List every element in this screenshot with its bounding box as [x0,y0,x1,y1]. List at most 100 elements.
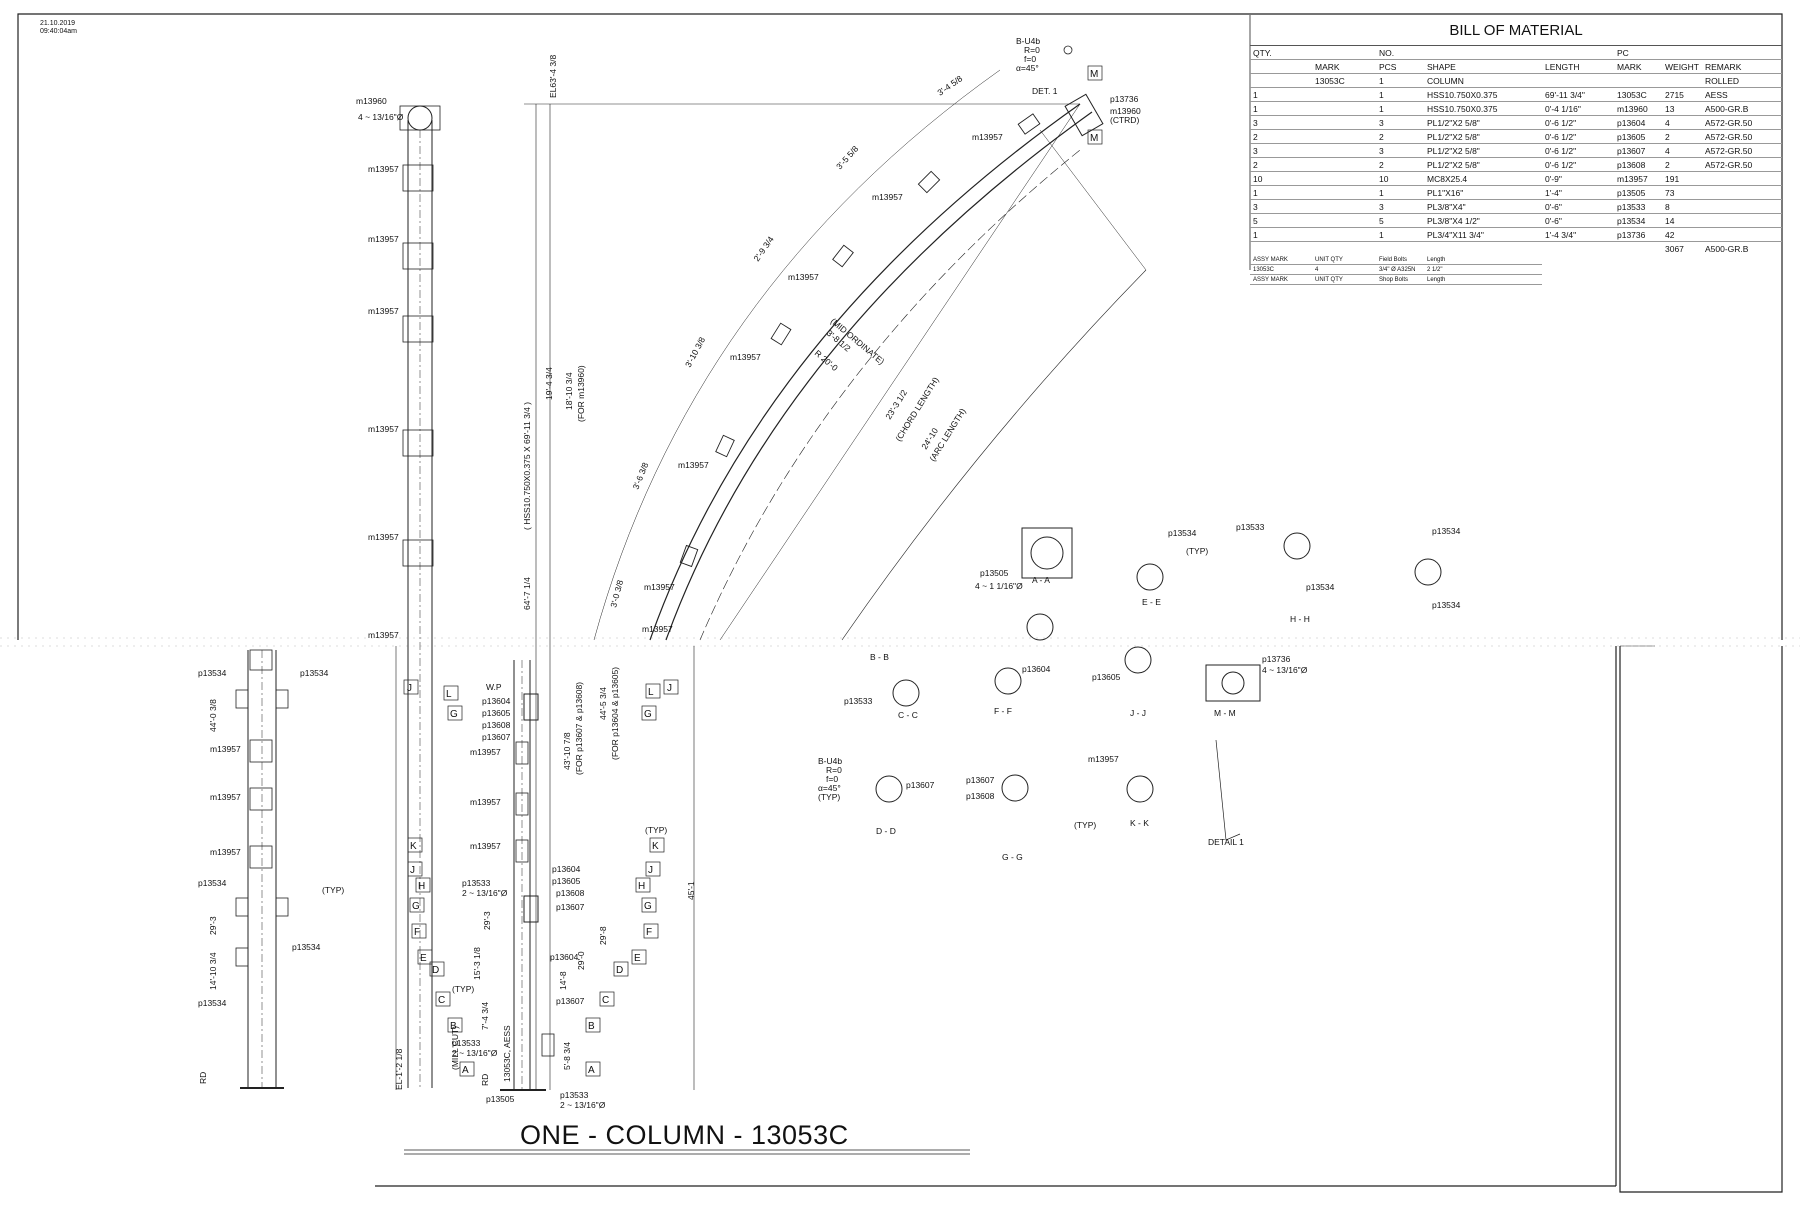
section-marker: D [613,961,629,977]
dim-3-4: 3'-4 5/8 [935,73,964,97]
section-marker: C [435,991,451,1007]
bom-cell: 3 [1376,199,1424,214]
bolt-cell: Length [1424,255,1542,265]
bom-cell [1614,73,1662,88]
bom-cell: A572-GR.50 [1702,115,1782,130]
bom-cell: 10 [1376,171,1424,186]
label-p13534: p13534 [1306,582,1335,592]
bom-cell [1662,73,1702,88]
bom-cell: MARK [1614,59,1662,74]
svg-text:L: L [446,689,452,700]
label-m13957: m13957 [470,841,501,851]
label-m13957: m13957 [470,797,501,807]
typ-note: (TYP) [452,984,474,994]
dim-3-5: 3'-5 5/8 [834,144,860,172]
bom-cell: 2 [1376,129,1424,144]
section-marker: H [635,877,651,893]
bom-cell [1702,199,1782,214]
scan-gap [0,637,1800,647]
label-m13957: m13957 [678,460,709,470]
mill-cut-note: (MILL CUT) [450,1026,460,1070]
bom-cell [1250,59,1312,74]
label-m13957: m13957 [368,630,399,640]
label-p13534: p13534 [1168,528,1197,538]
section-marker: B [585,1017,601,1033]
section-k-label: K - K [1130,818,1149,828]
bolt-note: 4 ~ 13/16"Ø [358,112,404,122]
label-p13534: p13534 [198,878,227,888]
dim-14-10: 14'-10 3/4 [208,952,218,990]
bolt-cell: ASSY MARK [1250,274,1312,285]
section-marker: D [429,961,445,977]
bom-cell: 2 [1250,157,1312,172]
section-j-label: J - J [1130,708,1146,718]
bom-cell [1312,213,1376,228]
bom-cell [1424,242,1542,256]
svg-text:H: H [418,881,425,892]
dim-2-9: 2'-9 3/4 [751,234,775,263]
section-m-label: M - M [1214,708,1236,718]
bolt-cell: 13053C [1250,264,1312,275]
bom-cell [1312,87,1376,102]
bom-cell [1376,242,1424,256]
bom-cell: MC8X25.4 [1424,171,1542,186]
weld-angle: α=45° [818,783,841,793]
bom-cell: 191 [1662,171,1702,186]
bom-cell: 1'-4 3/4" [1542,227,1614,242]
bom-cell: 3 [1376,143,1424,158]
left-elevation-labels: m13960 4 ~ 13/16"Ø m13957 m13957 m13957 … [198,96,404,1084]
bom-cell: 5 [1250,213,1312,228]
svg-text:J: J [667,683,672,694]
label-p13736: p13736 [1262,654,1291,664]
bolt-note: 2 ~ 13/16"Ø [452,1048,498,1058]
label-m13957: m13957 [644,582,675,592]
bom-cell: 2 [1376,157,1424,172]
svg-text:F: F [646,927,652,938]
bom-cell: 0'-6 1/2" [1542,115,1614,130]
bom-cell [1312,171,1376,186]
section-marker: J [663,679,679,695]
bom-cell [1312,157,1376,172]
bom-cell: p13736 [1614,227,1662,242]
bom-cell [1542,242,1614,256]
label-p13533: p13533 [844,696,873,706]
bom-cell: m13957 [1614,171,1662,186]
bom-cell: QTY. [1250,45,1312,60]
label-p13533: p13533 [462,878,491,888]
bolt-note: 4 ~ 13/16"Ø [1262,665,1308,675]
label-m13960: m13960 [356,96,387,106]
bom-cell: REMARK [1702,59,1782,74]
section-marker: H [415,877,431,893]
section-marker: L [645,683,661,699]
bom-cell: PL1"X16" [1424,185,1542,200]
svg-text:B: B [450,1021,457,1032]
bom-cell: 1 [1250,227,1312,242]
label-p13607: p13607 [966,775,995,785]
label-m13957: m13957 [368,306,399,316]
sheet-title: ONE - COLUMN - 13053C [520,1120,849,1150]
dim-3-10: 3'-10 3/8 [683,335,707,369]
bom-cell [1662,45,1702,60]
bom-cell [1702,227,1782,242]
section-marker: L [443,685,459,701]
dim-note: (FOR m13960) [576,365,586,422]
radius: R 20'-0 [813,348,840,373]
typ-note: (TYP) [1074,820,1096,830]
section-marker: E [631,949,647,965]
rd-note: RD [198,1072,208,1084]
label-m13957: m13957 [210,792,241,802]
label-p13608: p13608 [966,791,995,801]
bom-cell: 10 [1250,171,1312,186]
bom-cell: PL3/8"X4" [1424,199,1542,214]
label-m13957: m13957 [872,192,903,202]
section-marker: F [411,923,427,939]
bolt-cell: Field Bolts [1376,255,1424,265]
bolt-cell: Shop Bolts [1376,274,1424,285]
